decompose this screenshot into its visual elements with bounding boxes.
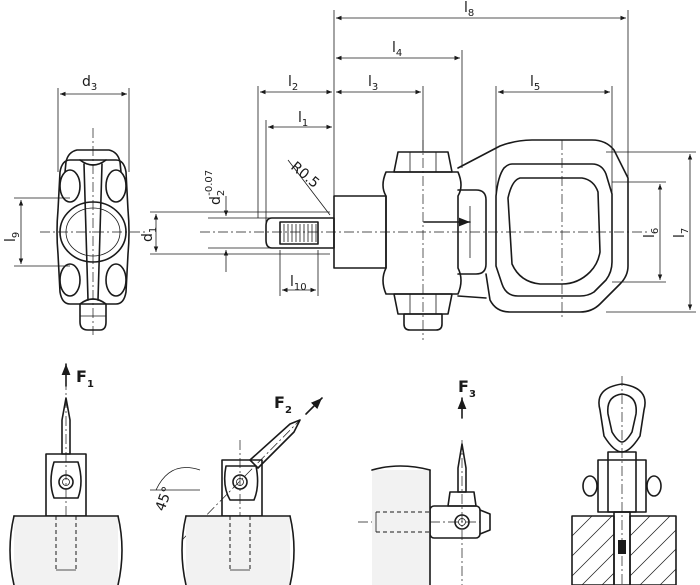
side-view: d3 l9 — [3, 74, 148, 335]
l4-label: l4 — [392, 40, 402, 59]
l7-label: l7 — [672, 228, 691, 238]
l1-label: l1 — [298, 110, 308, 129]
d1-label: d1 — [140, 227, 159, 242]
l3-label: l3 — [368, 74, 378, 93]
section-view — [571, 376, 677, 585]
f2-label: F2 — [274, 393, 292, 416]
load-case-f1: F1 — [9, 363, 123, 585]
l2-label: l2 — [288, 74, 298, 93]
load-case-f2: F2 45° — [150, 393, 323, 585]
d3-label: d3 — [82, 74, 97, 93]
load-case-f3: F3 — [358, 377, 491, 585]
angle-label: 45° — [153, 485, 177, 514]
hatch-left — [571, 515, 615, 585]
front-view: l8 l4 l2 l3 l5 l1 R0.5 d2-0.07 d1 — [140, 0, 696, 340]
hatch-right — [629, 515, 677, 585]
l9-label: l9 — [3, 232, 22, 242]
f1-label: F1 — [76, 367, 94, 390]
thread-lines — [283, 224, 317, 242]
l6-label: l6 — [642, 228, 661, 238]
l10-label: l10 — [290, 274, 307, 293]
l5-label: l5 — [530, 74, 540, 93]
f3-label: F3 — [458, 377, 476, 400]
d2-label: d2-0.07 — [204, 170, 227, 205]
radius-label: R0.5 — [287, 159, 322, 192]
l8-label: l8 — [464, 0, 474, 19]
